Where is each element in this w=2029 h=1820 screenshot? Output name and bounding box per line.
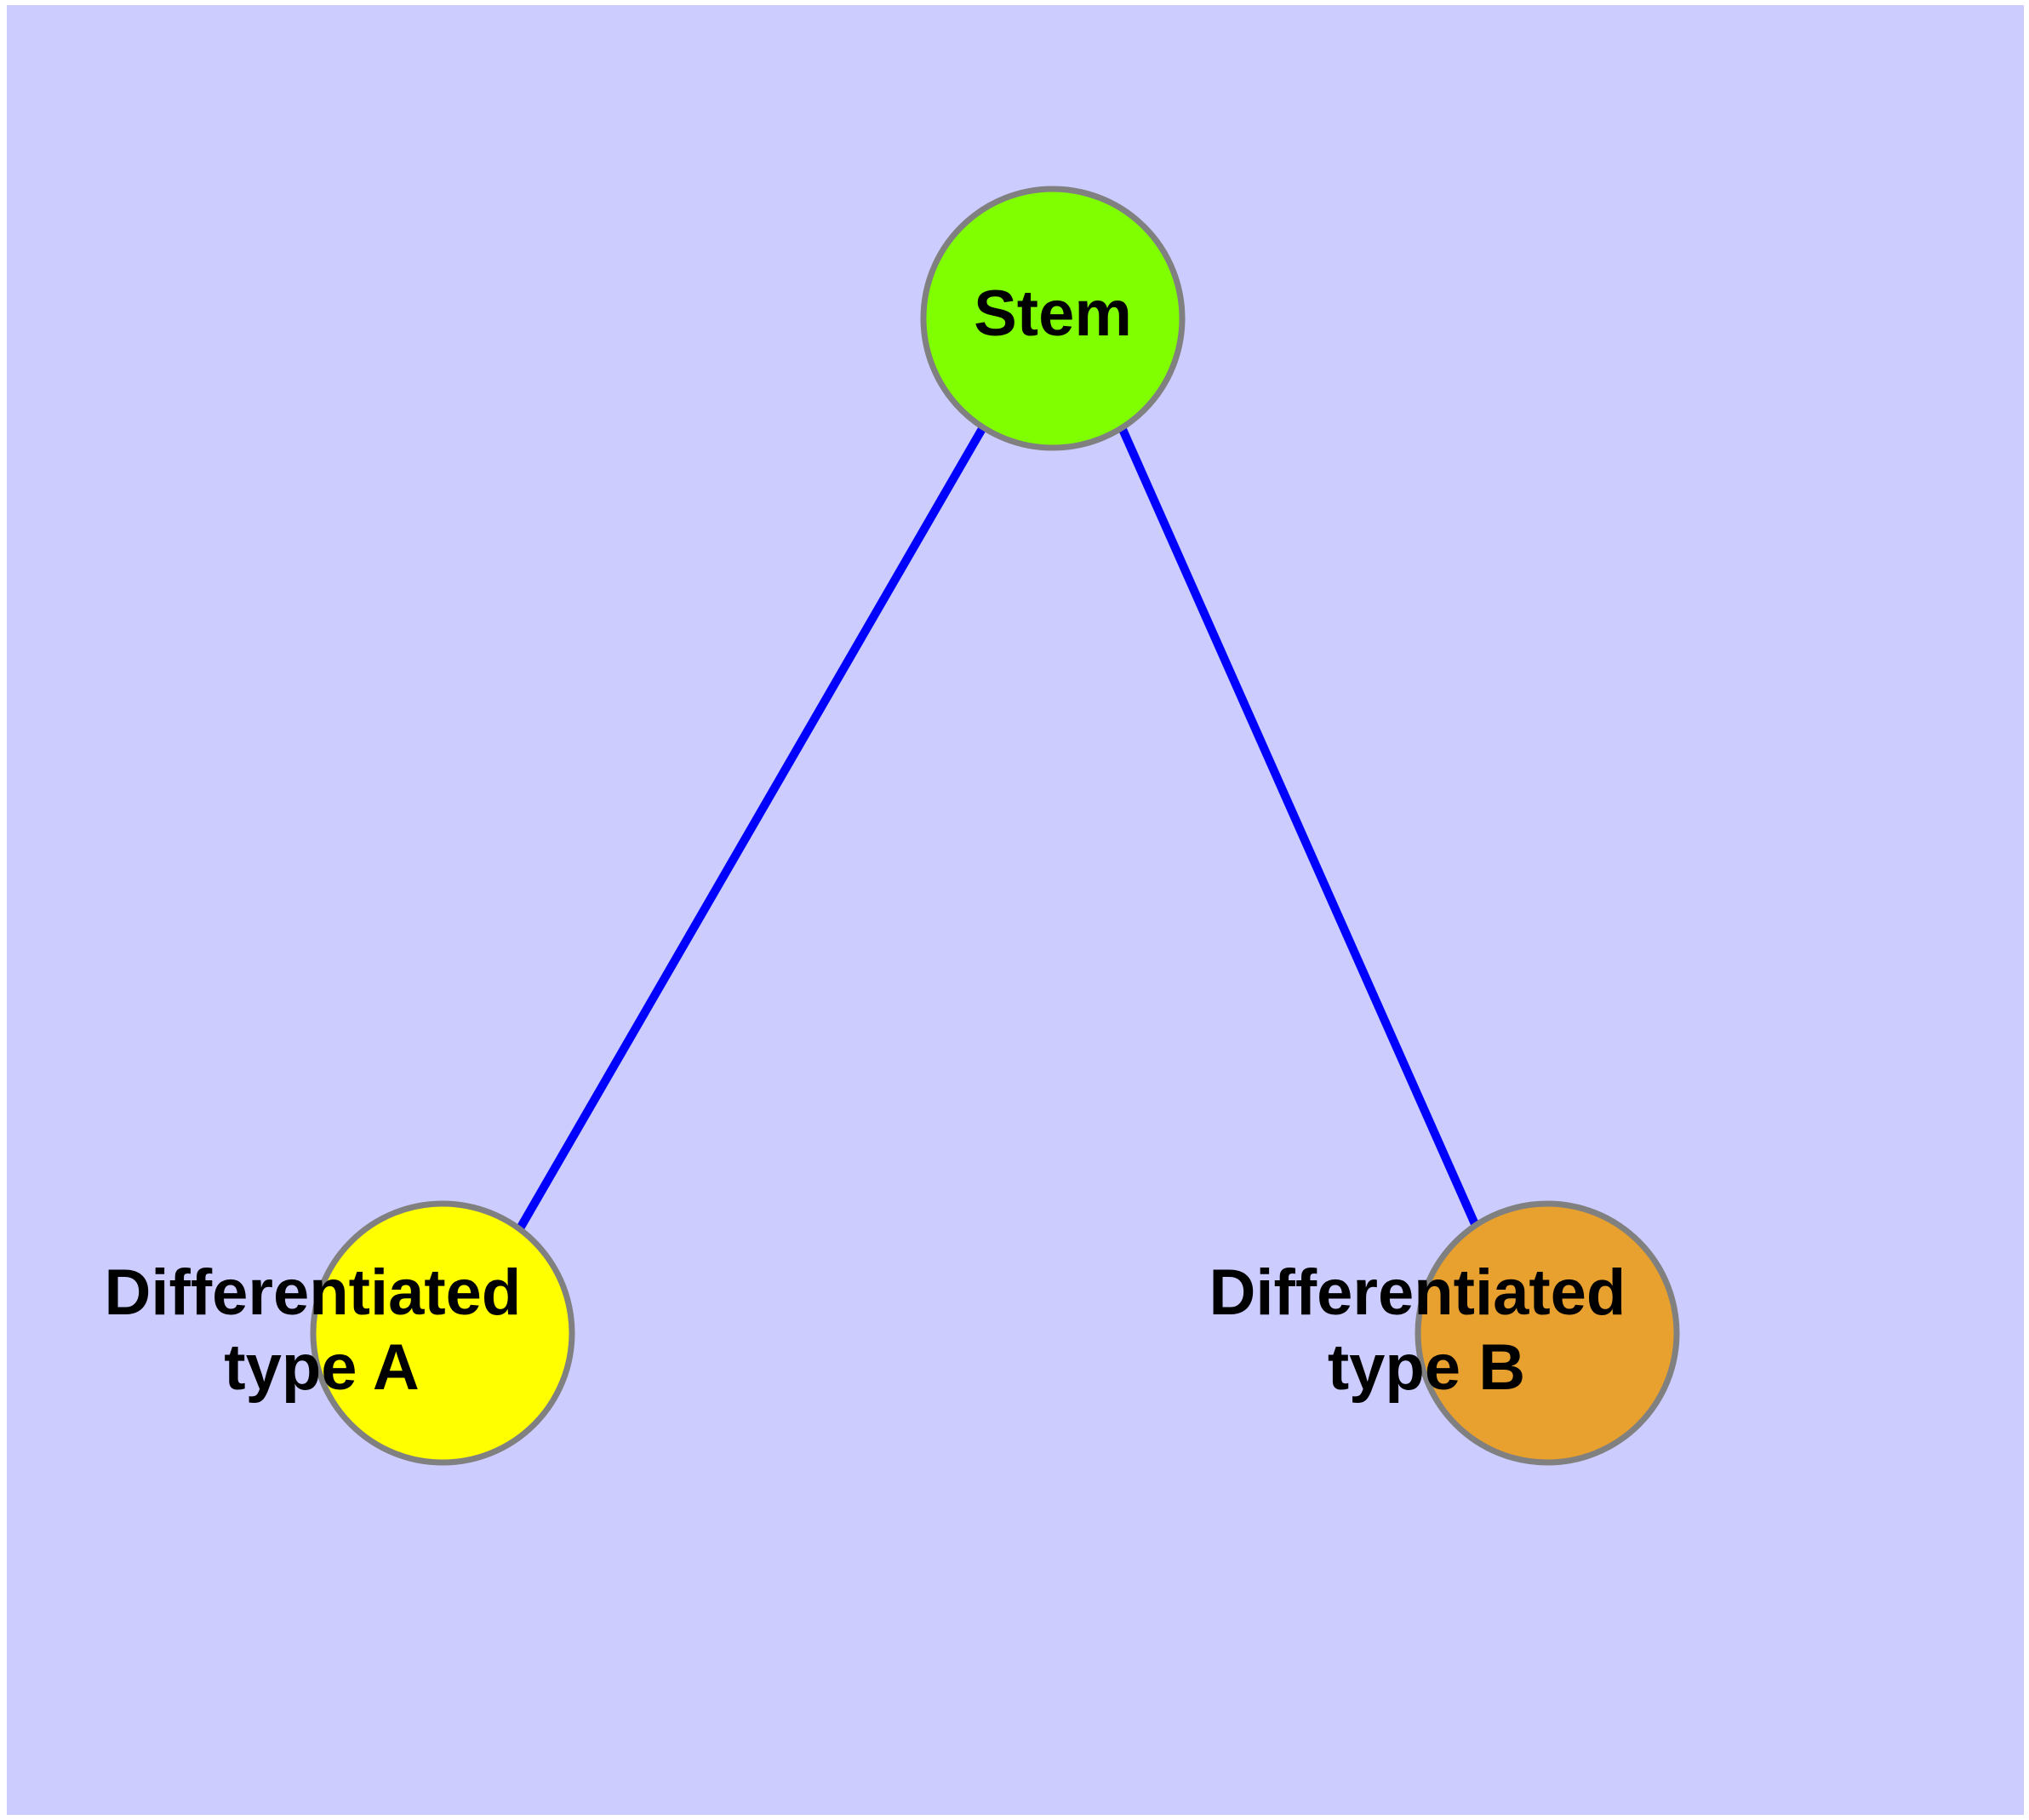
edge-stem-to-differentiated-type-a[interactable] (516, 425, 987, 1231)
node-differentiated-type-b-circle[interactable] (1415, 1200, 1680, 1466)
node-group (310, 186, 1680, 1466)
node-differentiated-type-a-label: Differentiated type A (105, 1256, 540, 1404)
node-label-group: Stem Differentiated type A Differentiate… (105, 278, 1644, 1404)
node-differentiated-type-a-circle[interactable] (310, 1200, 575, 1466)
node-differentiated-type-b[interactable] (1415, 1200, 1680, 1466)
node-differentiated-type-b-label: Differentiated type B (1209, 1256, 1644, 1404)
node-differentiated-type-a[interactable] (310, 1200, 575, 1466)
node-differentiated-type-b-label-line-2: type B (1328, 1331, 1525, 1404)
edge-stem-to-differentiated-type-b[interactable] (1117, 425, 1479, 1227)
node-stem-circle[interactable] (920, 186, 1186, 451)
node-stem-label: Stem (974, 278, 1132, 350)
node-differentiated-type-b-label-line-1: Differentiated (1209, 1256, 1626, 1329)
node-stem[interactable] (920, 186, 1186, 451)
node-stem-label-line-1: Stem (974, 278, 1132, 350)
edge-group (516, 425, 1479, 1231)
node-differentiated-type-a-label-line-2: type A (224, 1331, 419, 1404)
node-differentiated-type-a-label-line-1: Differentiated (105, 1256, 522, 1329)
